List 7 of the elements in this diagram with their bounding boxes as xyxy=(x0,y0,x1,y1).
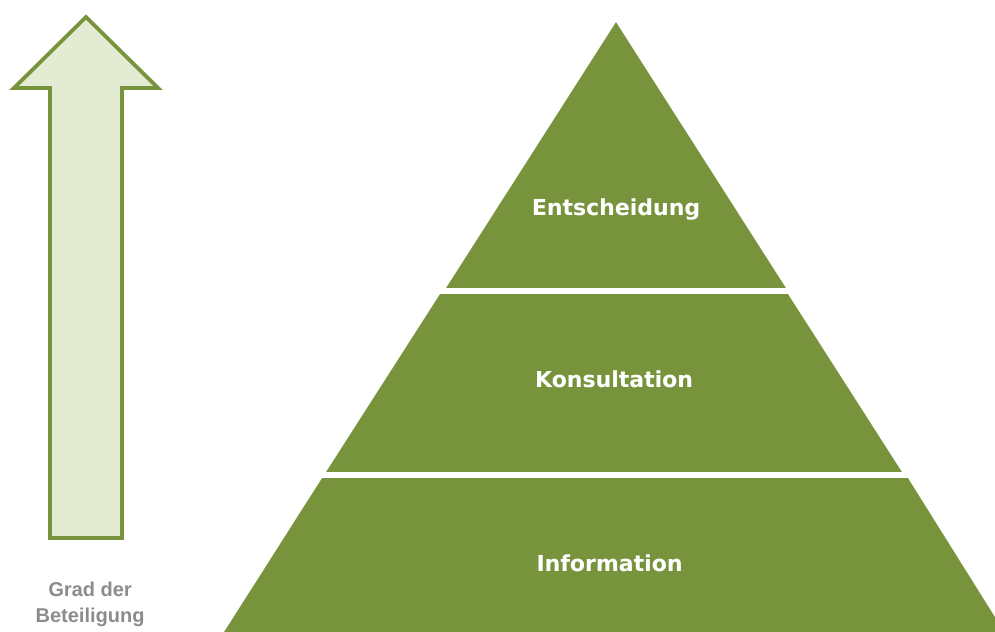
tier-label: Information xyxy=(536,551,684,579)
tier-label: Konsultation xyxy=(534,367,694,395)
pyramid-tier xyxy=(326,294,902,472)
pyramid-tier xyxy=(446,22,786,288)
tier-label: Entscheidung xyxy=(530,195,702,223)
axis-label: Grad der Beteiligung xyxy=(34,578,146,629)
pyramid-tier xyxy=(224,478,995,632)
